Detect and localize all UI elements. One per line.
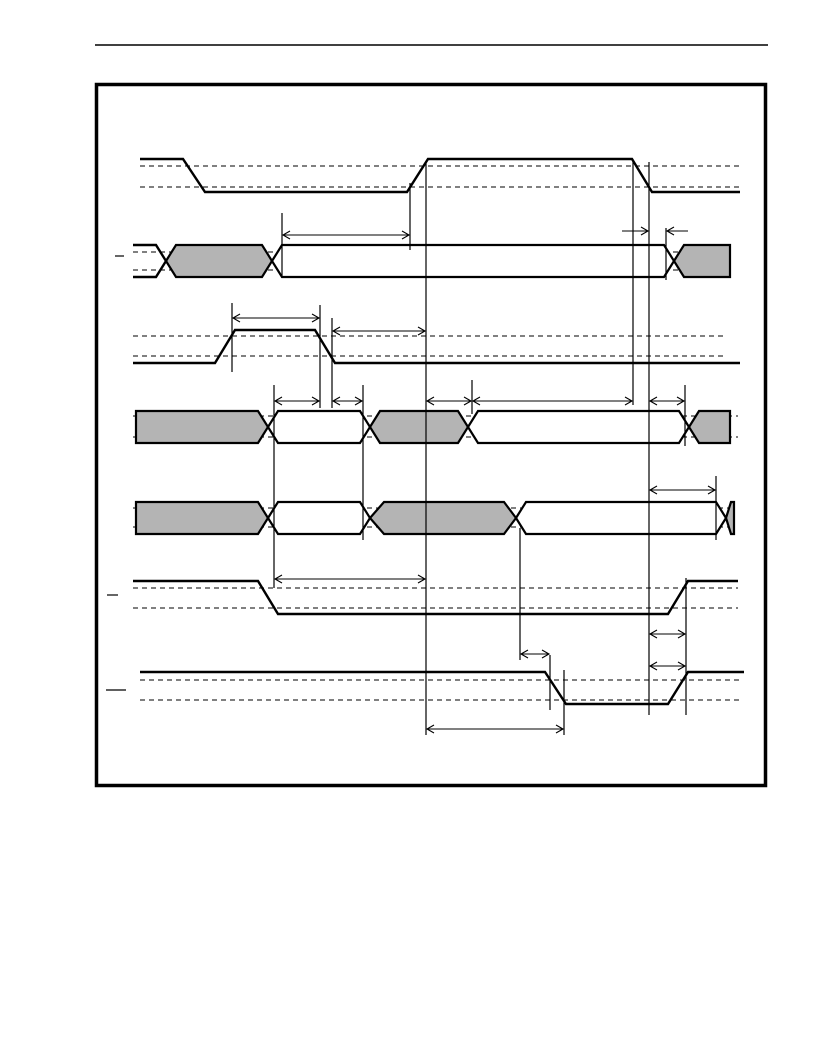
arrow-a15	[648, 661, 687, 671]
arrow-a2	[622, 226, 650, 236]
signal-2-valid	[270, 243, 676, 279]
signal-5-seg-1	[134, 500, 270, 536]
arrow-a16	[425, 724, 565, 734]
arrow-a1	[281, 230, 411, 240]
arrow-a8	[425, 396, 473, 406]
arrow-a10	[648, 396, 686, 406]
signal-7-waveform	[140, 670, 744, 706]
signal-row-1	[140, 157, 740, 194]
timing-arrows	[231, 226, 717, 734]
signal-2-invalid-1	[164, 243, 274, 279]
signal-3-waveform	[133, 328, 740, 365]
signal-row-7	[106, 670, 744, 706]
arrow-a12	[273, 574, 427, 584]
signal-row-6	[107, 579, 738, 616]
signal-5-seg-3	[368, 500, 518, 536]
signal-5-seg-4	[514, 500, 728, 536]
arrow-a7	[331, 396, 364, 406]
arrow-a5	[331, 326, 427, 336]
reference-lines	[231, 160, 717, 735]
signal-2-invalid-2	[672, 243, 732, 279]
arrow-a13	[648, 629, 687, 639]
arrow-a6	[273, 396, 321, 406]
signal-4-seg-4	[466, 409, 691, 445]
signal-4-seg-5	[687, 409, 732, 445]
signal-row-2	[115, 243, 732, 279]
signal-row-5	[133, 500, 736, 536]
signal-row-3	[133, 328, 740, 365]
signal-5-seg-5	[724, 500, 736, 536]
signal-4-seg-3	[368, 409, 470, 445]
signal-row-4	[133, 409, 738, 445]
signal-5-seg-2	[266, 500, 372, 536]
arrow-a9	[471, 396, 634, 406]
arrow-a14	[519, 649, 551, 659]
arrow-a11	[648, 485, 717, 495]
signal-4-seg-2	[266, 409, 372, 445]
arrow-a4	[231, 313, 321, 323]
signal-6-waveform	[133, 579, 738, 616]
figure-frame	[94, 82, 768, 788]
signal-4-seg-1	[134, 409, 270, 445]
arrow-a3	[665, 226, 688, 236]
